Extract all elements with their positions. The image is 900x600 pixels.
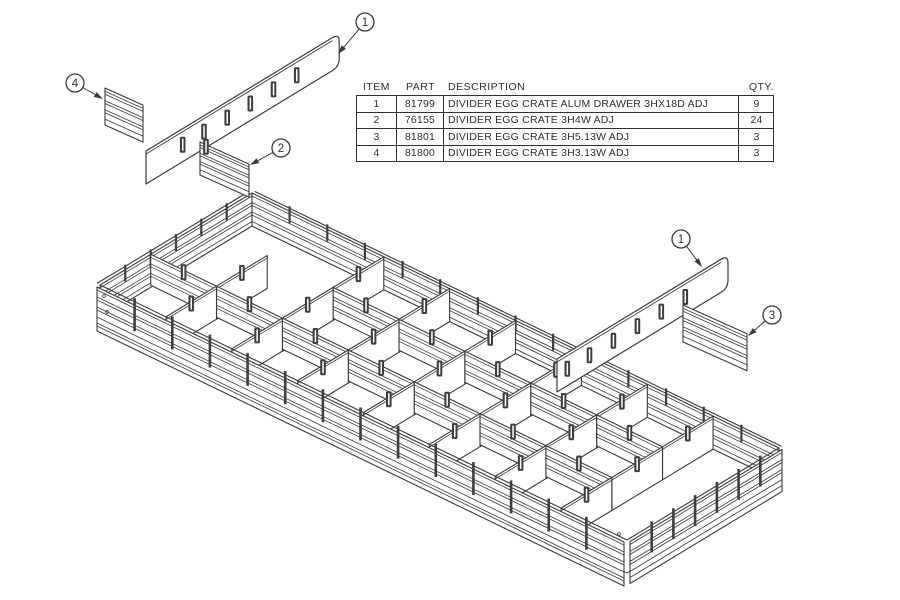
bom-cell-description: DIVIDER EGG CRATE 3H5.13W ADJ: [444, 129, 739, 145]
bom-cell-description: DIVIDER EGG CRATE ALUM DRAWER 3HX18D ADJ: [444, 96, 739, 112]
leader-arrow-icon: [93, 92, 103, 99]
leader-arrow-icon: [250, 158, 260, 165]
bom-header-part: PART: [405, 81, 436, 93]
bom-cell-description: DIVIDER EGG CRATE 3H4W ADJ: [444, 112, 739, 128]
bom-cell-item: 2: [357, 112, 397, 128]
callout-label: 1: [678, 234, 684, 246]
wall-front-right: [617, 447, 783, 585]
callout-label: 3: [769, 310, 775, 322]
leader-arrow-icon: [694, 258, 702, 267]
callout-label: 4: [72, 78, 79, 90]
bom-row: 3 81801 DIVIDER EGG CRATE 3H5.13W ADJ 3: [357, 128, 773, 145]
bom-row: 2 76155 DIVIDER EGG CRATE 3H4W ADJ 24: [357, 111, 773, 128]
bom-cell-qty: 24: [750, 114, 763, 127]
bom-cell-qty: 3: [753, 147, 760, 160]
loose-divider-item2: [199, 138, 250, 198]
loose-divider-item1-left: [145, 35, 340, 185]
callout-balloon-1: 1: [671, 229, 702, 267]
bom-header-item: ITEM: [362, 81, 391, 93]
bom-cell-qty: 9: [753, 97, 760, 110]
loose-divider-item4: [104, 87, 144, 143]
leader-arrow-icon: [338, 45, 346, 54]
bom-header-description: DESCRIPTION: [448, 81, 526, 93]
callout-balloon-1: 1: [338, 12, 375, 54]
wall-front-left: [96, 284, 628, 587]
bom-header-row: ITEM PART DESCRIPTION QTY.: [356, 80, 774, 94]
tray-assembly: [96, 190, 783, 587]
bom-cell-item: 4: [357, 145, 397, 161]
wall-back-left: [96, 190, 253, 319]
bom-cell-part: 81799: [397, 96, 444, 112]
leader-arrow-icon: [748, 328, 757, 336]
bom-cell-part: 81801: [397, 129, 444, 145]
callout-balloon-2: 2: [250, 138, 291, 165]
bom-cell-item: 3: [357, 129, 397, 145]
bom-grid: 1 81799 DIVIDER EGG CRATE ALUM DRAWER 3H…: [356, 95, 774, 162]
bom-header-qty: QTY.: [748, 81, 774, 93]
loose-divider-item3: [682, 304, 748, 372]
bom-cell-item: 1: [357, 96, 397, 112]
bom-row: 1 81799 DIVIDER EGG CRATE ALUM DRAWER 3H…: [357, 96, 773, 112]
tray-dividers: [150, 253, 714, 542]
bom-row: 4 81800 DIVIDER EGG CRATE 3H3.13W ADJ 3: [357, 144, 773, 161]
loose-divider-item1-right: [556, 257, 729, 393]
callout-balloon-4: 4: [65, 73, 103, 99]
bom-cell-description: DIVIDER EGG CRATE 3H3.13W ADJ: [444, 145, 739, 161]
bom-cell-part: 81800: [397, 145, 444, 161]
callout-label: 2: [278, 143, 284, 155]
bom-cell-part: 76155: [397, 112, 444, 128]
callout-label: 1: [362, 17, 368, 29]
callout-balloon-3: 3: [748, 305, 782, 336]
bom-table: ITEM PART DESCRIPTION QTY. 1 81799 DIVID…: [356, 80, 774, 162]
bom-cell-qty: 3: [753, 130, 760, 143]
